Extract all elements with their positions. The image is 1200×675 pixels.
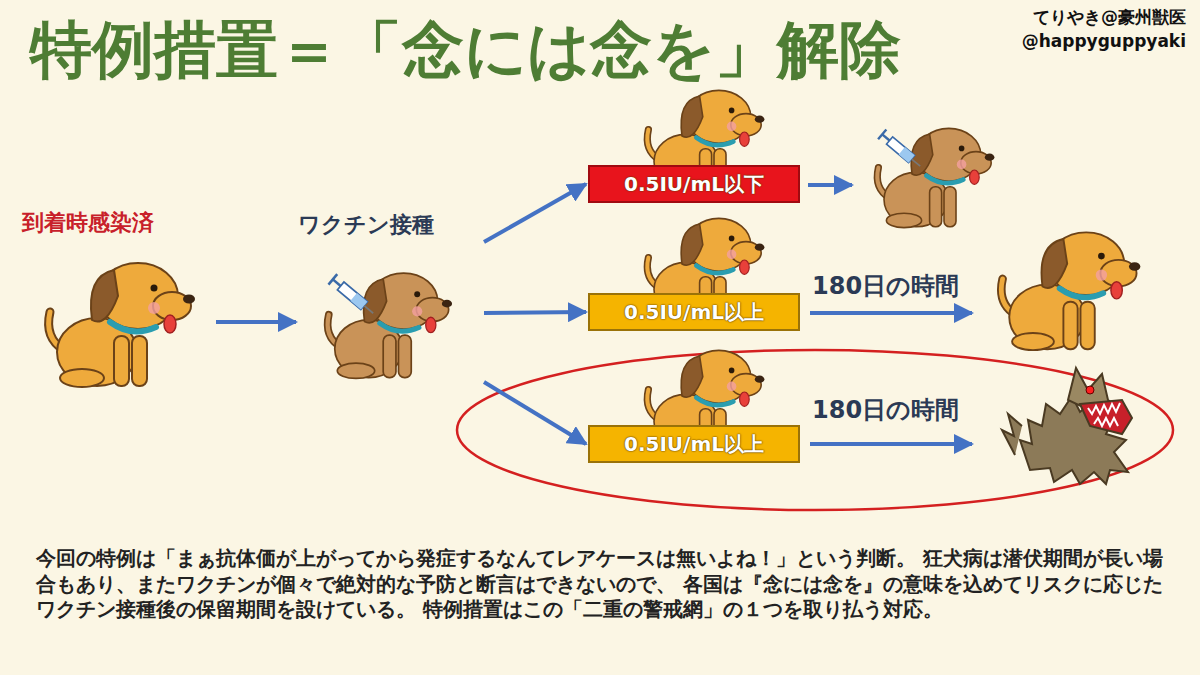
syringe-plunger xyxy=(882,134,889,140)
author-credit: てりやき@豪州獣医 xyxy=(1033,6,1186,29)
dog-foot xyxy=(337,363,374,378)
dog-nose xyxy=(985,154,995,161)
dog xyxy=(1001,232,1140,350)
dog-tongue xyxy=(426,317,436,332)
dog-ear xyxy=(681,224,703,265)
syringe-plunger xyxy=(333,279,341,286)
time-label: 180日の時間 xyxy=(812,394,959,426)
titer-text: 0.5IU/mL以上 xyxy=(624,431,764,458)
syringe xyxy=(328,274,377,318)
dog xyxy=(328,273,452,378)
wolf-teeth xyxy=(1088,403,1120,414)
dog-ear xyxy=(681,96,703,137)
flow-arrow xyxy=(484,382,586,444)
dog-eye xyxy=(729,236,735,242)
dog-foot xyxy=(886,213,921,227)
title: 特例措置＝「念には念を」解除 xyxy=(30,8,901,92)
dog-cheek xyxy=(957,160,967,170)
rabid-dog xyxy=(1002,368,1132,484)
stage-heading: ワクチン接種 xyxy=(298,210,434,240)
dog-leg xyxy=(114,336,129,386)
dog-eye xyxy=(1098,253,1105,260)
dog-leg xyxy=(1063,302,1077,350)
dog-ear xyxy=(91,270,118,322)
dog-tongue xyxy=(740,392,750,406)
dog-nose xyxy=(1129,262,1140,271)
dog xyxy=(877,128,994,227)
stage-heading: 到着時感染済 xyxy=(22,208,154,238)
dog-cheek xyxy=(412,306,422,316)
dog-collar xyxy=(380,323,419,331)
dog-nose xyxy=(442,300,452,308)
author-credit: @happyguppyaki xyxy=(1022,31,1186,51)
syringe xyxy=(878,129,924,171)
titer-box: 0.5IU/mL以上 xyxy=(588,293,800,331)
wolf-mouth xyxy=(1080,400,1132,434)
dog-cheek xyxy=(1096,269,1107,280)
dog-leg xyxy=(930,187,942,227)
dog-collar xyxy=(696,398,733,406)
time-label: 180日の時間 xyxy=(812,270,959,302)
dog xyxy=(49,263,195,387)
flow-arrow xyxy=(484,184,586,242)
wolf-tail xyxy=(1002,414,1022,455)
dog-leg xyxy=(944,187,956,227)
dog-tongue xyxy=(164,315,176,333)
titer-text: 0.5IU/mL以下 xyxy=(624,171,764,198)
dog-collar xyxy=(696,138,733,146)
dog-collar xyxy=(696,266,733,274)
titer-text: 0.5IU/mL以上 xyxy=(624,299,764,326)
syringe-barrel xyxy=(886,137,914,163)
dog-leg xyxy=(399,335,412,378)
dog-collar xyxy=(926,176,963,184)
result-arrow xyxy=(810,442,972,446)
dog-ear xyxy=(681,356,703,397)
syringe-barrel xyxy=(337,282,367,309)
dog-collar xyxy=(1060,288,1104,297)
syringe-needle xyxy=(364,306,373,314)
result-arrow xyxy=(808,183,852,187)
dog-tongue xyxy=(970,170,980,184)
titer-box: 0.5IU/mL以下 xyxy=(588,165,800,203)
dog-ear xyxy=(1041,239,1067,288)
dog-nose xyxy=(755,244,765,251)
caption: 今回の特例は「まぁ抗体価が上がってから発症するなんてレアケースは無いよね！」とい… xyxy=(36,546,1171,623)
titer-box: 0.5IU/mL以上 xyxy=(588,425,800,463)
dog-cheek xyxy=(148,302,160,314)
flow-arrow xyxy=(216,320,296,324)
dog-cheek xyxy=(727,122,737,132)
dog-leg xyxy=(1081,302,1095,350)
dog-foot xyxy=(1012,333,1054,350)
dog-tongue xyxy=(740,260,750,274)
dog-eye xyxy=(729,368,735,374)
dog-cheek xyxy=(727,382,737,392)
highlight-ellipse xyxy=(457,350,1173,510)
result-arrow xyxy=(810,311,972,315)
dog-figures xyxy=(49,90,1141,484)
wolf-teeth xyxy=(1094,418,1118,426)
dog-eye xyxy=(729,108,735,114)
syringe-needle xyxy=(912,159,921,166)
wolf-eye xyxy=(1086,386,1094,394)
dog-nose xyxy=(755,116,765,123)
syringe-plunger xyxy=(328,274,337,284)
flow-arrow xyxy=(484,312,586,313)
dog-stage: 到着時感染済 xyxy=(22,208,212,394)
dog-tongue xyxy=(740,132,750,146)
syringe-plunger xyxy=(878,129,886,139)
dog-eye xyxy=(959,146,965,152)
dog-leg xyxy=(132,336,147,386)
dog-eye xyxy=(151,285,158,292)
dog-tongue xyxy=(1111,282,1122,299)
dog-foot xyxy=(60,369,104,387)
dog-stage: ワクチン接種 xyxy=(298,210,480,386)
dog-cheek xyxy=(727,250,737,260)
dog-nose xyxy=(183,295,195,304)
dog-collar xyxy=(110,322,156,331)
dog-eye xyxy=(414,291,420,297)
dog-leg xyxy=(383,335,396,378)
dog-nose xyxy=(755,376,765,383)
